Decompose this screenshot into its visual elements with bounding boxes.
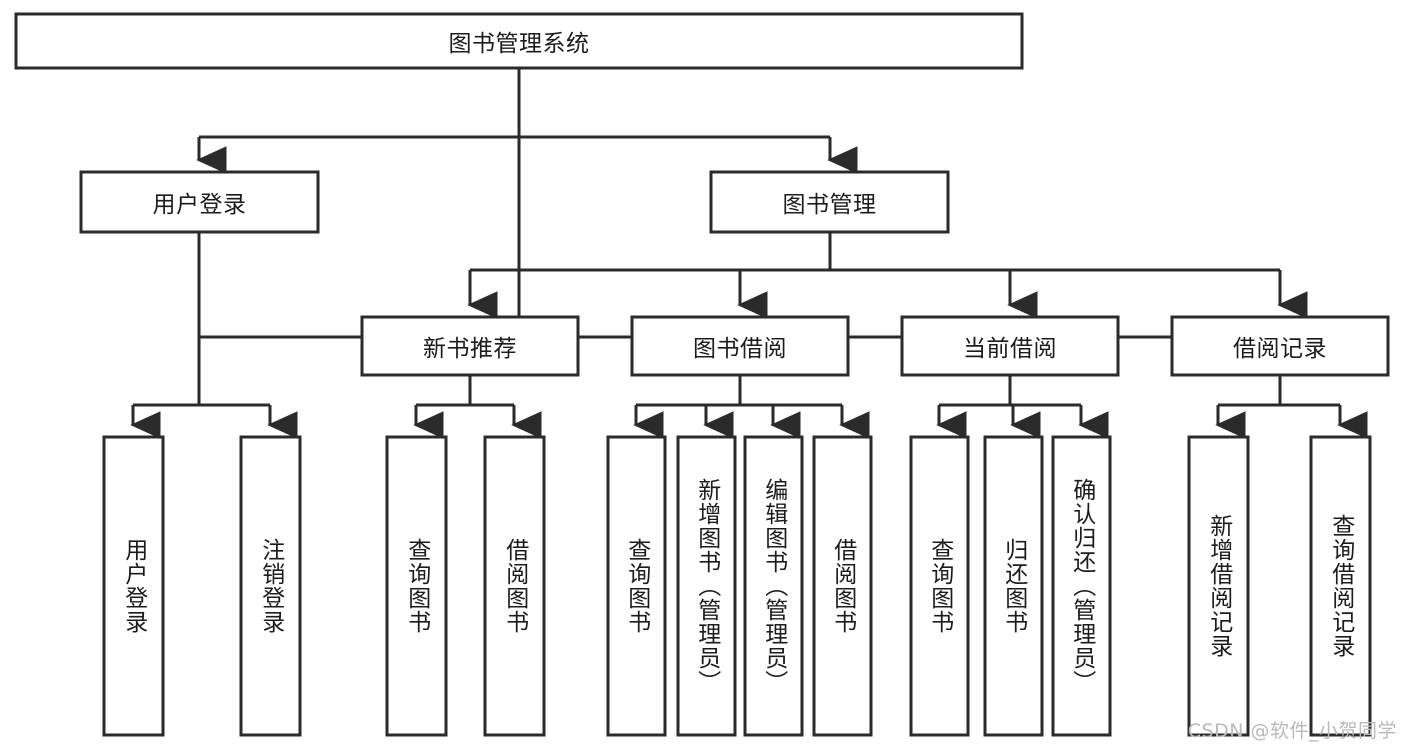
leaf-box-user-login-0[interactable] <box>102 435 165 737</box>
leaf-box-book-borrow-2[interactable] <box>743 435 804 737</box>
watermark-text: CSDN @软件_小贺同学 <box>1187 720 1397 742</box>
leaf-box-user-login-1[interactable] <box>239 435 302 737</box>
leaf-box-current-borrow-1[interactable] <box>983 435 1044 737</box>
leaf-box-book-borrow-3[interactable] <box>812 435 873 737</box>
leaf-box-book-borrow-0[interactable] <box>606 435 667 737</box>
node-root-box[interactable] <box>14 12 1024 70</box>
node-current-borrow-box[interactable] <box>900 315 1120 377</box>
node-book-borrow-box[interactable] <box>630 315 850 377</box>
leaf-box-current-borrow-2[interactable] <box>1051 435 1112 737</box>
leaf-box-book-borrow-1[interactable] <box>676 435 737 737</box>
leaf-box-new-book-1[interactable] <box>483 435 546 737</box>
leaf-box-new-book-0[interactable] <box>385 435 448 737</box>
node-book-manage-box[interactable] <box>709 170 950 234</box>
node-borrow-record-box[interactable] <box>1170 315 1390 377</box>
leaf-box-borrow-record-0[interactable] <box>1187 435 1250 737</box>
node-new-book-box[interactable] <box>360 315 580 377</box>
node-user-login-box[interactable] <box>79 170 320 234</box>
leaf-box-borrow-record-1[interactable] <box>1309 435 1372 737</box>
leaf-box-current-borrow-0[interactable] <box>909 435 970 737</box>
